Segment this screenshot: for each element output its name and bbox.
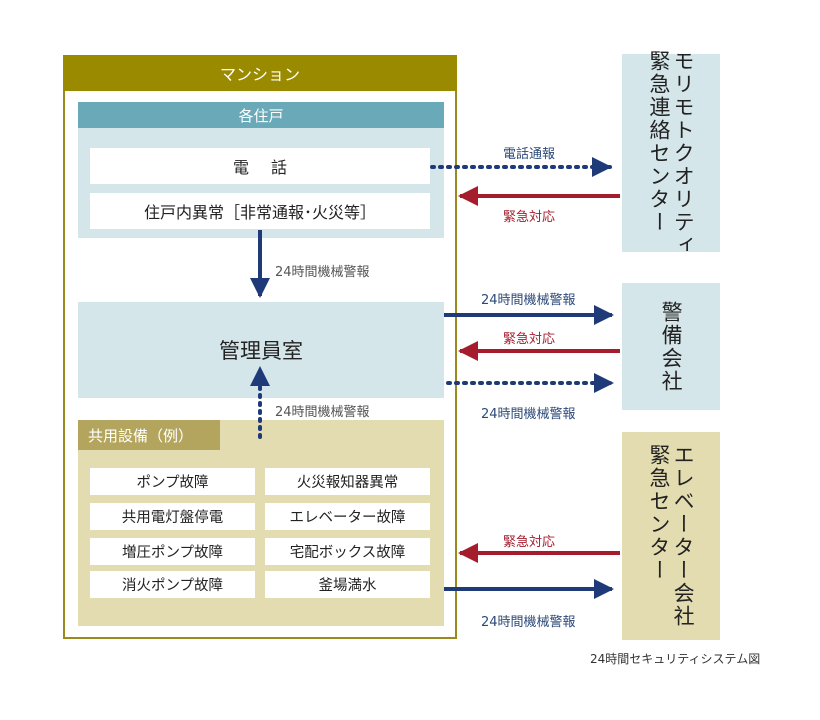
- common-facilities-title: 共用設備（例）: [78, 420, 220, 450]
- elevator-alarm-label: 24時間機械警報: [481, 615, 576, 630]
- facility-item: ポンプ故障: [90, 468, 255, 495]
- facility-item: 共用電灯盤停電: [90, 503, 255, 530]
- mansion-title: マンション: [63, 55, 457, 91]
- common-alarm-label: 24時間機械警報: [275, 405, 370, 420]
- facility-item: 火災報知器異常: [265, 468, 430, 495]
- facility-item: 増圧ポンプ故障: [90, 538, 255, 565]
- facility-item: エレベーター故障: [265, 503, 430, 530]
- security-company-label: 警備会社: [659, 300, 684, 393]
- facility-item: 消火ポンプ故障: [90, 571, 255, 598]
- elevator-emergency-label: 緊急対応: [503, 535, 556, 550]
- phone-box: 電話: [90, 148, 430, 184]
- manager-room: 管理員室: [78, 302, 444, 398]
- diagram-caption: 24時間セキュリティシステム図: [590, 652, 761, 666]
- phone-report-label: 電話通報: [503, 147, 556, 162]
- elevator-center-label: エレベーター会社 緊急センター: [647, 444, 696, 628]
- units-title: 各住戸: [78, 102, 444, 128]
- moritomo-center-label: モリモトクオリティ 緊急連絡センター: [647, 49, 696, 257]
- units-alarm-label: 24時間機械警報: [275, 265, 370, 280]
- facility-item: 宅配ボックス故障: [265, 538, 430, 565]
- moritomo-emergency-center: モリモトクオリティ 緊急連絡センター: [622, 50, 720, 257]
- elevator-emergency-center: エレベーター会社 緊急センター: [622, 432, 720, 640]
- security-dotted-alarm-label: 24時間機械警報: [481, 407, 576, 422]
- security-alarm-label: 24時間機械警報: [481, 293, 576, 308]
- security-emergency-label: 緊急対応: [503, 332, 556, 347]
- unit-abnormal-box: 住戸内異常［非常通報･火災等］: [90, 193, 430, 229]
- security-company: 警備会社: [622, 283, 720, 410]
- facility-item: 釜場満水: [265, 571, 430, 598]
- moritomo-emergency-label: 緊急対応: [503, 210, 556, 225]
